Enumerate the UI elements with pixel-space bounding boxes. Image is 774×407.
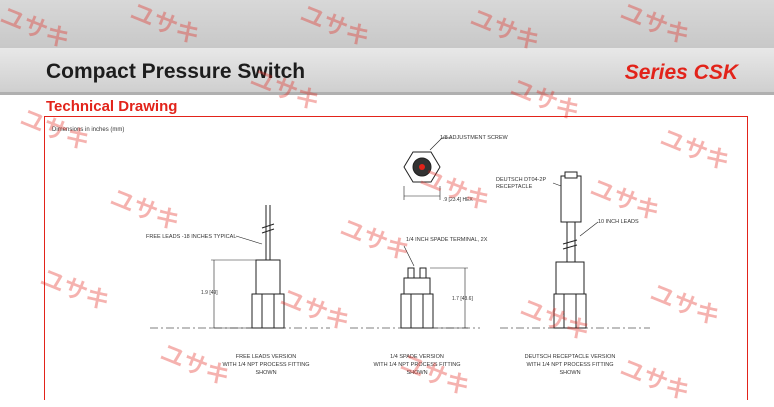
terminal-label: 1/4 INCH SPADE TERMINAL, 2X	[406, 237, 488, 243]
leads-label: 10 INCH LEADS	[598, 219, 639, 225]
center-caption-3: SHOWN	[406, 370, 427, 376]
center-caption-1: 1/4 SPADE VERSION	[390, 354, 444, 360]
left-caption-3: SHOWN	[255, 370, 276, 376]
hex-top-view	[403, 137, 452, 200]
right-caption-1: DEUTSCH RECEPTACLE VERSION	[525, 354, 616, 360]
left-caption-1: FREE LEADS VERSION	[236, 354, 297, 360]
hex-dimension: .9 [23.4] HEX	[443, 197, 473, 203]
center-dimension: 1.7 [43.6]	[452, 296, 473, 302]
header-bar	[0, 48, 774, 95]
center-caption-2: WITH 1/4 NPT PROCESS FITTING	[374, 362, 461, 368]
section-title: Technical Drawing	[46, 98, 178, 115]
connector-label-2: RECEPTACLE	[496, 184, 533, 190]
right-caption-3: SHOWN	[559, 370, 580, 376]
right-caption-2: WITH 1/4 NPT PROCESS FITTING	[527, 362, 614, 368]
switch-free-leads	[211, 205, 285, 329]
page-title: Compact Pressure Switch	[46, 60, 306, 83]
screw-label: 1/8 ADJUSTMENT SCREW	[440, 135, 509, 141]
switch-spade	[400, 245, 468, 329]
switch-deutsch	[552, 171, 599, 329]
connector-label-1: DEUTSCH DT04-2P	[496, 177, 546, 183]
left-caption-2: WITH 1/4 NPT PROCESS FITTING	[223, 362, 310, 368]
top-band	[0, 0, 774, 48]
left-dimension: 1.9 [49]	[201, 290, 218, 296]
lead-label: FREE LEADS -18 INCHES TYPICAL	[146, 234, 236, 240]
series-label: Series CSK	[624, 61, 738, 84]
units-note: Dimensions in inches (mm)	[52, 127, 124, 133]
drawing-frame	[44, 116, 748, 400]
